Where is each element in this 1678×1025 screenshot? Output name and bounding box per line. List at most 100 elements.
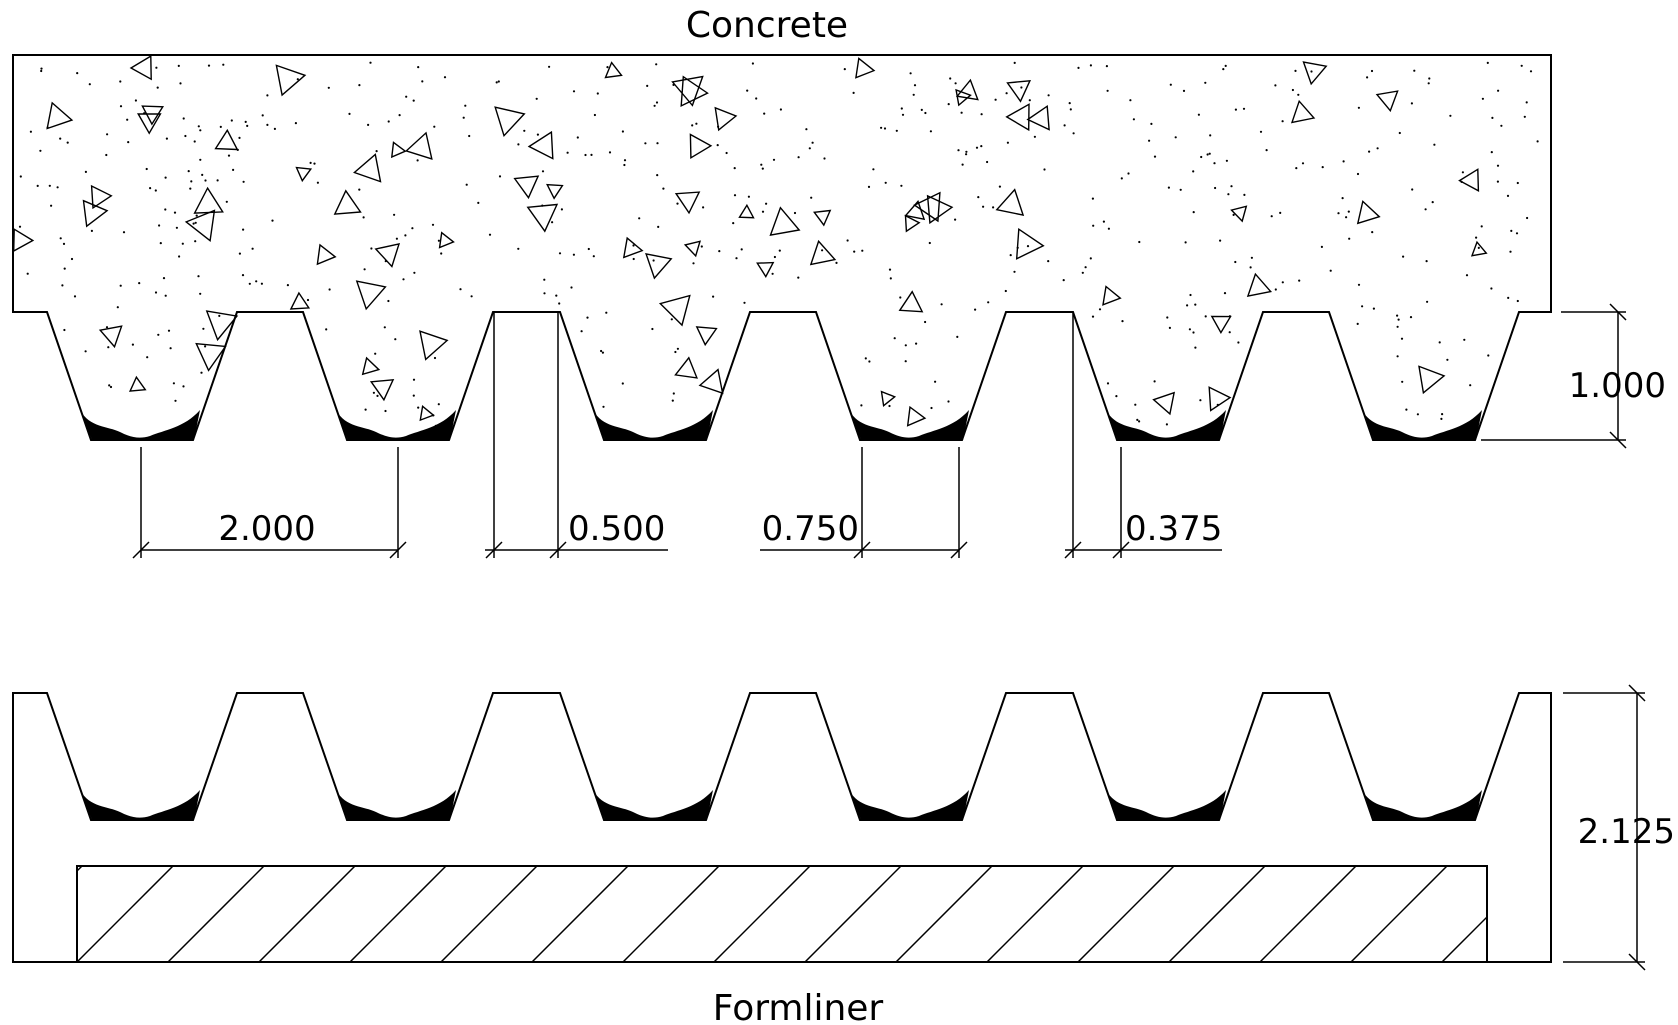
aggregate-dot [1092, 224, 1095, 227]
aggregate-dot [868, 360, 871, 363]
aggregate-dot [1298, 279, 1301, 282]
aggregate-dot [1281, 281, 1284, 284]
aggregate-dot [558, 302, 561, 305]
aggregate-dot [1223, 292, 1227, 295]
aggregate-dot [26, 272, 29, 275]
aggregate-dot [1510, 229, 1513, 232]
aggregate-dot [1516, 181, 1519, 185]
aggregate-dot [998, 185, 1002, 188]
aggregate-dot [232, 168, 235, 171]
aggregate-dot [261, 114, 264, 117]
aggregate-dot [1219, 239, 1222, 242]
aggregate-dot [184, 134, 187, 138]
hatch-line [986, 866, 1084, 962]
aggregate-dot [73, 295, 77, 298]
aggregate-dot [164, 208, 167, 211]
aggregate-dot [947, 103, 950, 106]
aggregate-dot [702, 206, 705, 209]
aggregate-dot [1138, 420, 1141, 423]
aggregate-dot [1410, 102, 1413, 105]
aggregate-dot [1150, 122, 1153, 125]
aggregate-dot [84, 350, 87, 353]
aggregate-dot [1371, 231, 1374, 234]
aggregate-dot [900, 107, 903, 110]
aggregate-dot [149, 187, 152, 190]
aggregate-dot [541, 204, 544, 207]
aggregate-dot [674, 350, 677, 354]
aggregate-dot [994, 98, 997, 101]
aggregate-dot [241, 274, 245, 277]
aggregate-dot [662, 187, 665, 190]
aggregate-dot [975, 146, 979, 149]
aggregate-dot [751, 62, 755, 65]
aggregate-stone [353, 153, 382, 183]
aggregate-dot [296, 78, 299, 81]
aggregate-stone [527, 130, 554, 160]
concrete-title: Concrete [686, 5, 848, 46]
aggregate-dot [644, 142, 647, 145]
aggregate-dot [202, 327, 205, 330]
aggregate-dot [621, 382, 624, 385]
aggregate-stone [289, 291, 311, 310]
aggregate-dot [1463, 338, 1466, 341]
aggregate-dot [498, 175, 502, 178]
aggregate-dot [517, 143, 520, 146]
aggregate-dot [1438, 341, 1441, 344]
aggregate-dot [182, 117, 185, 120]
aggregate-dot [1291, 88, 1294, 92]
aggregate-dot [358, 188, 361, 191]
aggregate-dot [587, 247, 590, 251]
groove-texture-2 [336, 790, 456, 820]
aggregate-dot [965, 150, 968, 153]
aggregate-dot [1188, 328, 1191, 331]
aggregate-dot [623, 163, 626, 167]
aggregate-stone [128, 375, 147, 392]
aggregate-dot [192, 222, 195, 225]
aggregate-dot [1347, 210, 1350, 213]
aggregate-dot [1506, 194, 1510, 197]
aggregate-dot [778, 249, 781, 252]
aggregate-dot [189, 187, 192, 190]
aggregate-dot [1084, 266, 1087, 269]
aggregate-stone [1458, 168, 1480, 192]
aggregate-dot [655, 101, 659, 104]
groove-texture-6 [1362, 790, 1482, 820]
aggregate-dot [1068, 102, 1071, 105]
aggregate-dot [127, 141, 130, 144]
aggregate-dot [548, 65, 551, 68]
aggregate-dot [1295, 167, 1298, 170]
aggregate-dot [158, 224, 161, 227]
aggregate-dot [1427, 82, 1430, 85]
aggregate-dot [1491, 116, 1494, 119]
aggregate-dot [216, 179, 219, 182]
aggregate-dot [199, 292, 202, 295]
aggregate-stone [645, 252, 673, 280]
aggregate-dot [146, 356, 149, 359]
aggregate-dot [928, 241, 931, 245]
aggregate-stone [671, 75, 704, 107]
aggregate-dot [920, 108, 923, 111]
aggregate-stone [1302, 61, 1328, 86]
aggregate-dot [190, 180, 193, 183]
aggregate-dot [157, 333, 160, 336]
aggregate-stone [404, 131, 433, 160]
aggregate-dot [1192, 170, 1195, 173]
aggregate-stone [698, 368, 724, 395]
aggregate-dot [992, 206, 995, 209]
aggregate-dot [551, 221, 554, 224]
aggregate-dot [1216, 403, 1219, 406]
aggregate-dot [566, 151, 569, 154]
aggregate-stone [526, 203, 559, 233]
aggregate-dot [417, 66, 420, 69]
aggregate-stone [98, 325, 123, 349]
aggregate-dot [1481, 97, 1484, 100]
aggregate-dot [411, 227, 414, 230]
aggregate-dot [909, 72, 912, 75]
aggregate-dot [61, 284, 64, 287]
aggregate-dot [1500, 124, 1503, 127]
aggregate-dot [733, 194, 737, 197]
aggregate-dot [375, 150, 378, 153]
aggregate-dot [50, 204, 53, 207]
aggregate-dot [1281, 120, 1284, 123]
aggregate-dot [462, 116, 465, 119]
